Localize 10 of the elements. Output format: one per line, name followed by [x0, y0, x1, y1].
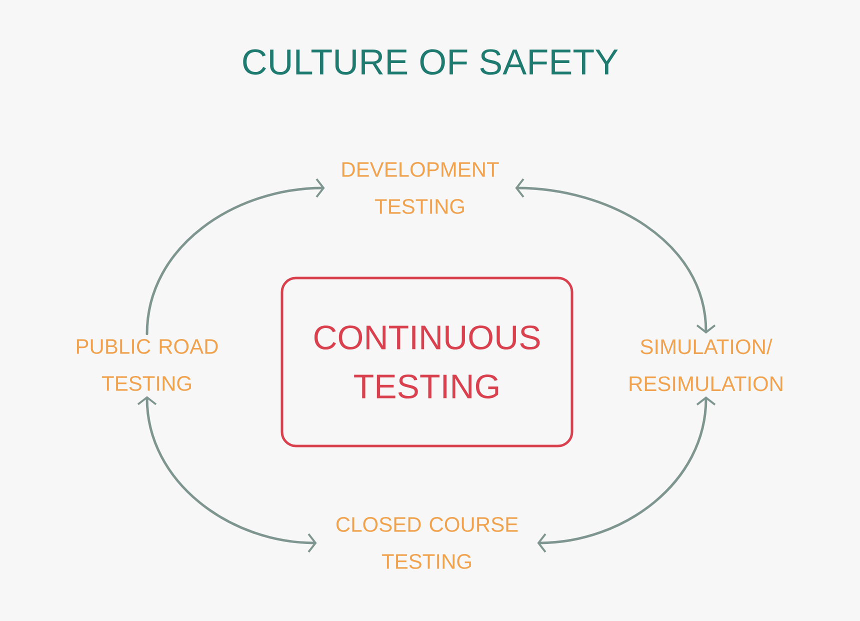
stage-label: PUBLIC ROAD TESTING — [76, 339, 218, 391]
stage-label: DEVELOPMENT TESTING — [342, 162, 499, 214]
curved-arrow — [146, 178, 325, 336]
stage-label: SIMULATION/ RESIMULATION — [630, 338, 782, 392]
stage-label: CLOSED COURSE TESTING — [336, 517, 518, 569]
curved-arrow — [137, 396, 317, 553]
curved-arrow — [515, 178, 716, 334]
curved-arrow — [537, 396, 716, 553]
title: CULTURE OF SAFETY — [243, 49, 618, 75]
process-box: CONTINUOUS TESTING — [280, 276, 574, 448]
